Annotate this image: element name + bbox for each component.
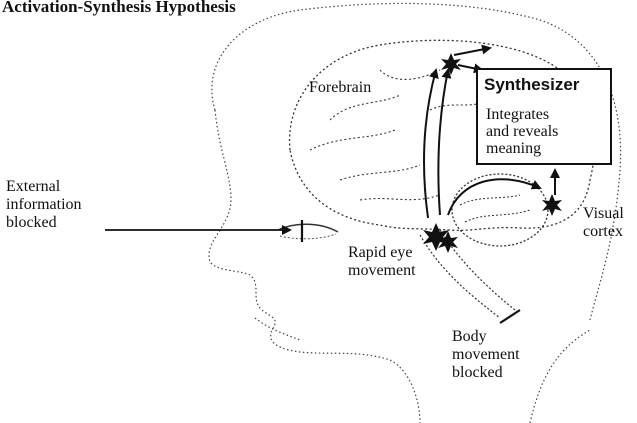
visual-cortex-label: Visual cortex <box>583 205 624 241</box>
activation-arrow-1 <box>424 70 436 218</box>
activation-arrow-2 <box>438 70 448 215</box>
synth-arrow-1 <box>454 48 490 55</box>
synthesizer-title: Synthesizer <box>484 75 579 95</box>
external-info-label: External information blocked <box>6 178 82 232</box>
rapid-eye-label: Rapid eye movement <box>348 244 416 280</box>
neuron-star <box>441 53 461 75</box>
synthesizer-description: Integrates and reveals meaning <box>486 106 558 157</box>
forebrain-label: Forebrain <box>309 79 371 97</box>
diagram-title: Activation-Synthesis Hypothesis <box>2 0 236 16</box>
body-block-mark <box>500 310 520 323</box>
activation-arrow-3 <box>448 179 540 215</box>
neuron-star <box>542 194 562 216</box>
synthesizer-box: Synthesizer Integrates and reveals meani… <box>476 68 612 165</box>
ear-chin <box>255 318 590 423</box>
body-movement-label: Body movement blocked <box>452 328 520 382</box>
